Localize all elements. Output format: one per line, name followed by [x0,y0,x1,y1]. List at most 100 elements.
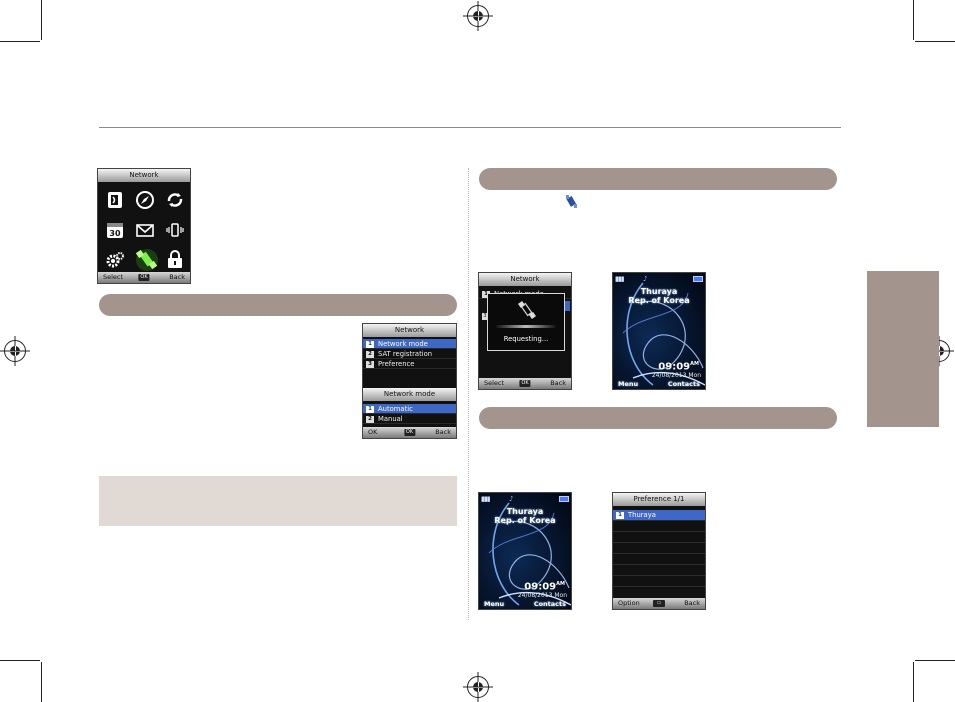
battery-icon [559,496,569,502]
crop-mark [41,0,42,40]
empty-row [613,521,705,532]
requesting-message: Requesting... [503,335,549,343]
note-box [99,476,457,526]
screen-title: Network [363,324,456,337]
softkey-bar: Select OK Back [479,378,571,389]
softkey-bar: OK OK Back [363,427,456,438]
softkey-right[interactable]: Back [435,428,451,436]
registration-mark-icon [467,676,489,698]
operator-country: Rep. of Korea [494,516,556,525]
empty-row [613,576,705,587]
crop-mark [915,660,955,661]
softkey-bar: Menu Contacts [479,599,571,609]
item-number: 3 [482,313,488,320]
calendar-day-text: 30 [109,229,121,238]
item-number: 1 [616,511,624,519]
registration-mark-icon [4,340,26,362]
compass-icon[interactable] [134,189,156,211]
phone-screen-preference: Preference 1/1 1 Thuraya Option ▭ Back [612,492,706,610]
network-satellite-icon [518,301,536,319]
lock-icon[interactable] [164,249,186,271]
settings-gears-icon[interactable] [104,249,126,271]
crop-mark [0,660,40,661]
item-label: Thuraya [628,511,656,519]
clock: 09:09AM [658,361,699,372]
network-satellite-icon [566,195,577,208]
softkey-left[interactable]: Menu [618,380,639,388]
registration-mark-icon [467,5,489,27]
clock-time: 09:09 [658,361,691,373]
screen-title: Network [98,169,190,182]
section-bar-preference [479,407,837,429]
empty-row [613,565,705,576]
wallpaper-light-streaks [622,282,705,386]
phone-screen-idle: ▮▮▮ ♪ Thuraya Rep. of Korea 09:09AM 24/0… [612,272,706,390]
section-bar-network-mode [99,294,457,316]
softkey-center[interactable]: OK [403,429,416,436]
softkey-bar: Option ▭ Back [613,598,705,609]
selection-highlight [562,301,570,311]
crop-mark [913,0,914,40]
requesting-popup: Requesting... [487,293,565,351]
section-bar-sat-registration [479,168,837,190]
softkey-center-message-icon[interactable]: ▭ [653,600,665,607]
list-item-thuraya[interactable]: 1 Thuraya [613,510,705,521]
list-item-network-mode[interactable]: 1 Network mode [363,339,456,349]
vibrate-icon[interactable] [164,219,186,241]
signal-icon: ▮▮▮ [481,495,491,503]
empty-row [613,532,705,543]
crop-mark [41,662,42,702]
sync-icon[interactable] [164,189,186,211]
wallpaper-light-streaks [488,502,571,606]
softkey-center[interactable]: OK [519,380,531,387]
clock: 09:09AM [524,581,565,592]
item-label: SAT registration [378,350,433,358]
phone-screen-idle: ▮▮▮ ♪ Thuraya Rep. of Korea 09:09AM 24/0… [478,492,572,610]
music-note-icon: ♪ [643,275,648,283]
item-number: 1 [482,290,490,298]
sub-screen-title: Network mode [363,388,456,401]
softkey-right[interactable]: Contacts [667,380,700,388]
preference-list: 1 Thuraya [613,510,705,587]
calendar-book-icon[interactable] [104,189,126,211]
list-item-manual[interactable]: 2 Manual [363,414,456,424]
item-number: 2 [366,415,374,423]
battery-icon [693,276,703,282]
calendar-30-icon[interactable]: 30 [104,219,126,241]
empty-row [613,543,705,554]
item-number: 1 [366,405,374,413]
chapter-side-tab [867,271,939,427]
softkey-left[interactable]: Menu [484,600,505,608]
clock-ampm: AM [556,581,565,587]
softkey-left[interactable]: Select [484,379,505,387]
softkey-right[interactable]: Back [684,599,700,607]
softkey-left[interactable]: Select [103,273,124,281]
envelope-icon[interactable] [134,219,156,241]
clock-time: 09:09 [524,581,557,593]
softkey-left[interactable]: Option [618,599,640,607]
empty-row [613,554,705,565]
softkey-right[interactable]: Back [169,273,185,281]
screen-title: Preference 1/1 [613,493,705,506]
item-label: Manual [378,415,403,423]
signal-icon: ▮▮▮ [615,275,625,283]
softkey-center[interactable]: OK [138,274,150,281]
softkey-right[interactable]: Back [550,379,566,387]
status-bar: ▮▮▮ ♪ [615,275,703,283]
crop-mark [913,662,914,702]
date-text: 24/08/2013 Mon [651,372,701,379]
softkey-left[interactable]: OK [368,428,378,436]
softkey-bar: Select OK Back [98,272,190,283]
item-label: Network mode [378,340,428,348]
crop-mark [0,41,40,42]
operator-name: Thuraya [640,287,678,296]
item-number: 1 [366,340,374,348]
network-satellite-icon[interactable] [134,247,160,273]
softkey-right[interactable]: Contacts [533,600,566,608]
